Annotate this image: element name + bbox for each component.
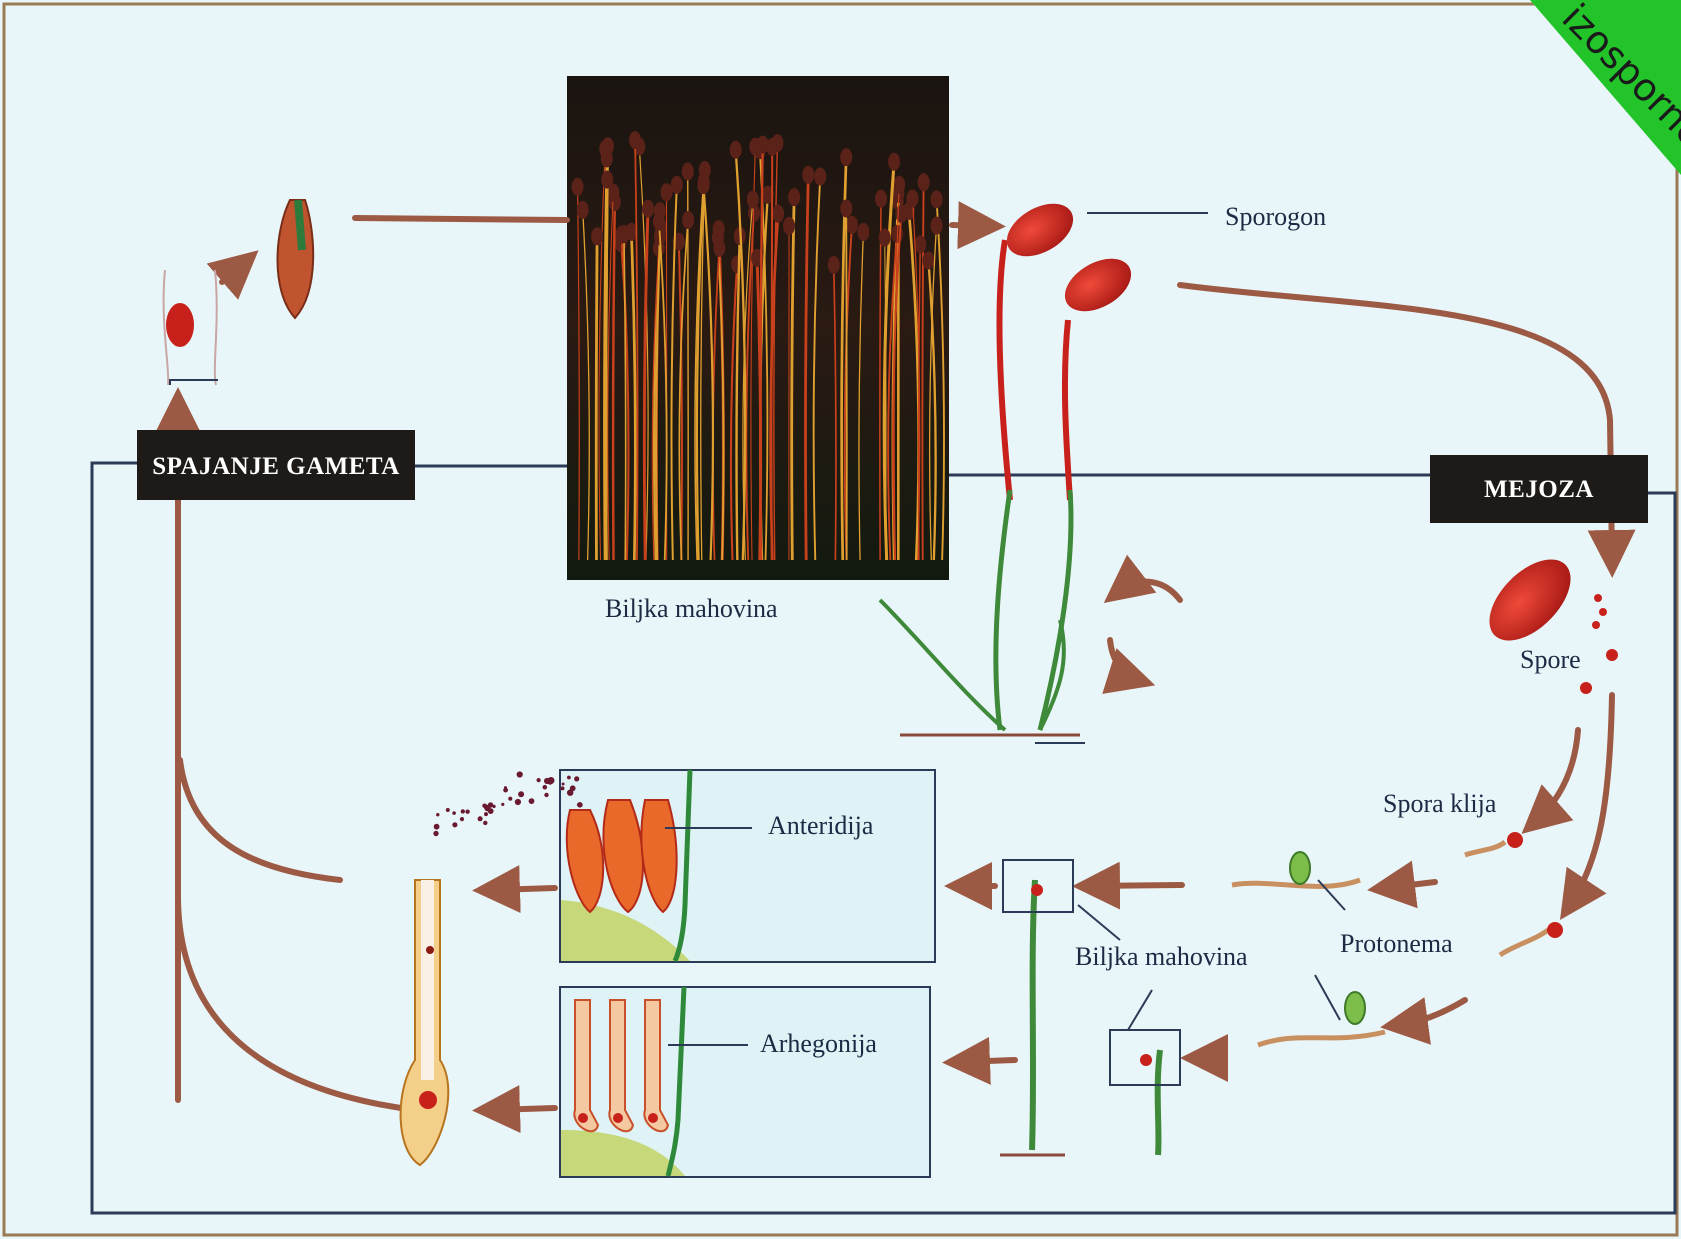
moss-capsule [840, 200, 852, 218]
label-anteridija: Anteridija [768, 811, 874, 840]
antheridia-box [560, 770, 935, 962]
label-spora-klija: Spora klija [1383, 789, 1497, 818]
moss-capsule [642, 200, 654, 218]
sperm-dot [488, 808, 494, 814]
mejoza-box: MEJOZA [1430, 455, 1648, 523]
moss-capsule [783, 217, 795, 235]
sperm-dot [529, 798, 535, 804]
moss-capsule [931, 217, 943, 235]
moss-capsule [788, 188, 800, 206]
sperm-dot [577, 803, 580, 806]
sperm-dot [433, 831, 438, 836]
moss-capsule [814, 168, 826, 186]
moss-stalk [596, 236, 597, 560]
label-protonema: Protonema [1340, 929, 1453, 958]
moss-capsule [888, 153, 900, 171]
sperm-dot [465, 810, 469, 814]
moss-capsule [653, 213, 665, 231]
sperm-dot [446, 808, 450, 812]
arrow-protonema-to-bud-upper [1090, 885, 1182, 886]
sperm-dot [452, 811, 456, 815]
sperm-dot [508, 797, 512, 801]
sperm-dot [492, 805, 495, 808]
moss-capsule [713, 239, 725, 257]
sperm-dot [517, 771, 523, 777]
sperm-dot [478, 816, 483, 821]
moss-capsule [846, 216, 858, 234]
moss-capsule [875, 190, 887, 208]
moss-capsule [682, 163, 694, 181]
sperm-dot [436, 813, 439, 816]
moss-capsule [747, 191, 759, 209]
moss-capsule [879, 229, 891, 247]
moss-capsule [828, 256, 840, 274]
moss-capsule [577, 201, 589, 219]
spajanje-gameta-label: SPAJANJE GAMETA [152, 453, 400, 480]
sperm-dot [561, 786, 565, 790]
moss-capsule [906, 189, 918, 207]
moss-capsule [895, 205, 907, 223]
label-sporogon: Sporogon [1225, 202, 1326, 231]
moss-capsule [660, 183, 672, 201]
sperm-dot [567, 776, 571, 780]
sperm-dot [452, 822, 457, 827]
sperm-dot [482, 804, 487, 809]
moss-capsule [840, 148, 852, 166]
sperm-dot [544, 793, 548, 797]
moss-capsule [914, 235, 926, 253]
moss-capsule [601, 149, 613, 167]
label-arhegonija: Arhegonija [760, 1029, 877, 1058]
moss-capsule [682, 211, 694, 229]
moss-stalk [606, 180, 607, 560]
label-biljka-mahovina-lower: Biljka mahovina [1075, 942, 1248, 971]
moss-capsule [766, 138, 778, 156]
spajanje-gameta-box: SPAJANJE GAMETA [137, 430, 415, 500]
moss-capsule [772, 205, 784, 223]
moss-capsule [893, 176, 905, 194]
sperm-dot [483, 821, 487, 825]
moss-capsule [671, 176, 683, 194]
moss-stalk [846, 209, 847, 560]
arrow-gametophyte-to-archegonia [960, 1060, 1015, 1062]
sperm-dot [515, 799, 521, 805]
moss-capsule [629, 131, 641, 149]
moss-capsule [591, 227, 603, 245]
moss-capsule [922, 251, 934, 269]
arrow-antheridia-to-sperm [490, 888, 555, 890]
label-biljka-mahovina-photo: Biljka mahovina [605, 594, 778, 623]
moss-stalk [771, 147, 772, 560]
sperm-dot [501, 803, 504, 806]
sperm-dot [461, 809, 465, 813]
sperm-dot [518, 791, 524, 797]
moss-capsule [918, 173, 930, 191]
sperm-dot [434, 824, 440, 830]
arrow-gamete-to-photo [355, 218, 567, 220]
sperm-dot [460, 817, 464, 821]
mejoza-label: MEJOZA [1484, 476, 1594, 503]
sperm-dot [484, 812, 488, 816]
moss-capsule [618, 225, 630, 243]
moss-capsule [697, 176, 709, 194]
arrow-photo-to-sporogon [952, 225, 988, 226]
moss-capsule [857, 223, 869, 241]
arrow-archegonia-to-egg [490, 1108, 555, 1110]
sperm-dot [537, 778, 541, 782]
archegonia-box [560, 987, 930, 1177]
label-spore: Spore [1520, 645, 1581, 674]
sperm-dot [567, 790, 573, 796]
sperm-dot [574, 776, 579, 781]
sperm-dot [503, 788, 508, 793]
sperm-dot [562, 783, 565, 786]
sperm-dot [543, 785, 548, 790]
moss-capsule [802, 166, 814, 184]
sperm-dot [548, 777, 555, 784]
moss-photo [567, 76, 949, 580]
moss-capsule [601, 171, 613, 189]
moss-capsule [931, 190, 943, 208]
moss-capsule [730, 141, 742, 159]
moss-capsule [572, 178, 584, 196]
